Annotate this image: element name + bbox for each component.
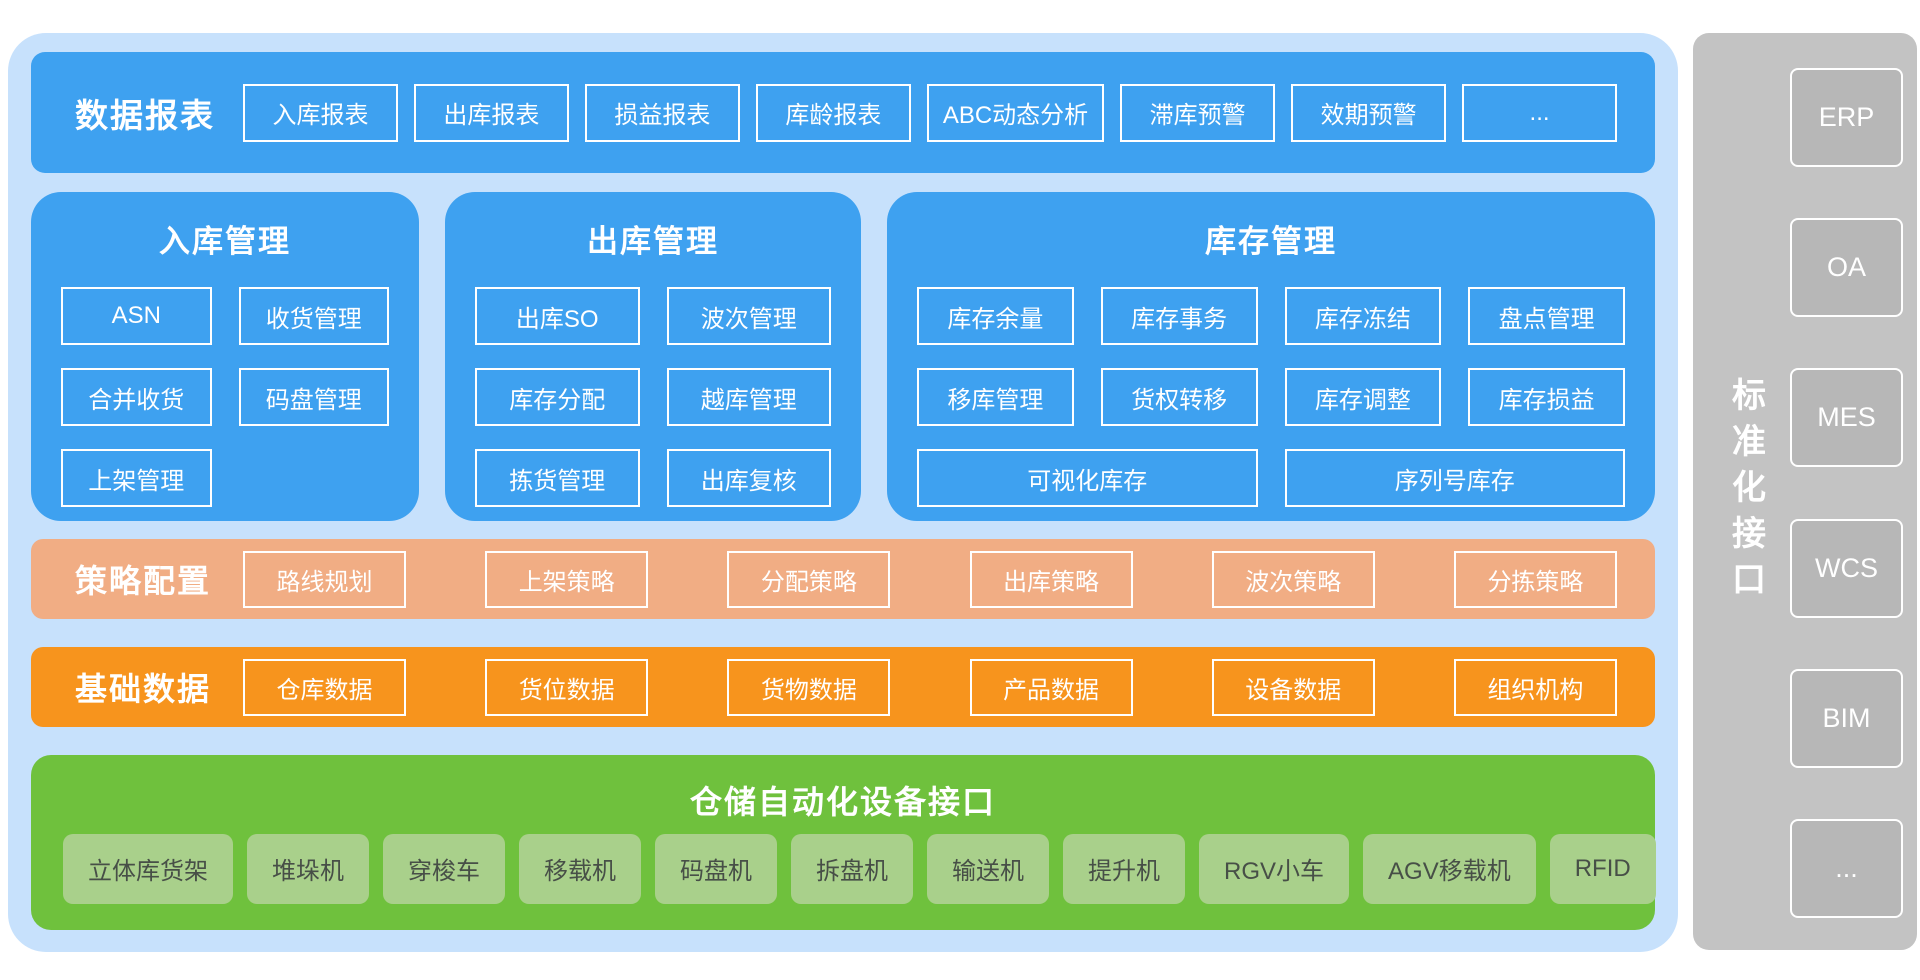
basic-data-box: 仓库数据	[243, 658, 406, 716]
basic-data-box: 货位数据	[485, 658, 649, 716]
inventory-module-box: 移库管理	[917, 368, 1074, 426]
outbound-module-list: 出库SO 波次管理库存分配越库管理拣货管理出库复核	[475, 287, 831, 507]
inventory-panel-title: 库存管理	[1205, 224, 1337, 259]
basic-data-row: 基础数据 仓库数据 货位数据 货物数据 产品数据 设备数据 组织机构	[31, 647, 1655, 727]
strategy-list: 路线规划 上架策略 分配策略 出库策略 波次策略 分拣策略	[243, 550, 1617, 608]
report-box: 出库报表	[413, 83, 569, 142]
interface-list: ERP OA MES WCS BIM...	[1790, 33, 1903, 950]
interface-box: OA	[1790, 218, 1903, 318]
inventory-management-panel: 库存管理 库存余量库存事务库存冻结盘点管理移库管理货权转移库存调整库存损益 可视…	[887, 192, 1655, 521]
report-box: 滞库预警	[1120, 83, 1276, 142]
report-box: ABC动态分析	[926, 83, 1105, 142]
inventory-module-box: 库存调整	[1284, 368, 1442, 426]
basic-data-box: 设备数据	[1211, 658, 1375, 716]
strategy-box: 分拣策略	[1453, 550, 1617, 608]
report-box: 库龄报表	[755, 83, 911, 142]
outbound-module-box: 库存分配	[475, 368, 640, 426]
basic-data-list: 仓库数据 货位数据 货物数据 产品数据 设备数据 组织机构	[243, 658, 1617, 716]
strategy-box: 出库策略	[969, 550, 1133, 608]
device-box: RGV小车	[1199, 833, 1350, 904]
reports-row: 数据报表 入库报表出库报表损益报表库龄报表 ABC动态分析滞库预警效期预警...	[31, 52, 1655, 173]
strategy-config-row: 策略配置 路线规划 上架策略 分配策略 出库策略 波次策略 分拣策略	[31, 539, 1655, 619]
basic-data-box: 产品数据	[969, 658, 1133, 716]
strategy-box: 路线规划	[243, 550, 406, 608]
device-box: 拆盘机	[791, 833, 913, 904]
inventory-wide-module-box: 序列号库存	[1284, 449, 1625, 507]
standard-interfaces-sidebar: 标准化接口 ERP OA MES WCS BIM...	[1693, 33, 1917, 950]
inbound-module-box: 合并收货	[61, 368, 212, 426]
report-box: 入库报表	[243, 83, 398, 142]
basic-data-box: 货物数据	[727, 658, 891, 716]
inventory-module-box: 库存冻结	[1284, 287, 1442, 345]
reports-title: 数据报表	[75, 96, 215, 134]
interface-box: WCS	[1790, 518, 1903, 618]
inbound-module-box: 收货管理	[238, 287, 389, 345]
inbound-module-box: 码盘管理	[238, 368, 389, 426]
inventory-wide-module-list: 可视化库存序列号库存	[917, 449, 1625, 507]
interface-box: BIM	[1790, 668, 1903, 768]
interface-box: ...	[1790, 818, 1903, 918]
device-box: 码盘机	[655, 833, 777, 904]
reports-list: 入库报表出库报表损益报表库龄报表 ABC动态分析滞库预警效期预警...	[243, 83, 1618, 142]
basic-data-box: 组织机构	[1453, 658, 1617, 716]
inventory-wide-module-box: 可视化库存	[917, 449, 1258, 507]
device-box: 移载机	[519, 833, 641, 904]
outbound-module-box: 越库管理	[666, 368, 831, 426]
inventory-module-box: 货权转移	[1100, 368, 1258, 426]
strategy-box: 上架策略	[485, 550, 649, 608]
inbound-module-box: ASN	[61, 287, 212, 345]
report-box: 损益报表	[584, 83, 740, 142]
device-box: 堆垛机	[247, 833, 369, 904]
inventory-module-box: 库存损益	[1468, 368, 1625, 426]
interface-box: ERP	[1790, 68, 1903, 167]
device-box: RFID	[1549, 833, 1656, 904]
inbound-management-panel: 入库管理 ASN 收货管理合并收货码盘管理上架管理	[31, 192, 419, 521]
device-box: AGV移载机	[1363, 833, 1536, 904]
standard-interfaces-title: 标准化接口	[1726, 376, 1765, 607]
inventory-module-list: 库存余量库存事务库存冻结盘点管理移库管理货权转移库存调整库存损益	[917, 287, 1625, 426]
device-box: 穿梭车	[383, 833, 505, 904]
strategy-box: 分配策略	[727, 550, 891, 608]
interface-box: MES	[1790, 368, 1903, 468]
outbound-management-panel: 出库管理 出库SO 波次管理库存分配越库管理拣货管理出库复核	[445, 192, 861, 521]
report-box: 效期预警	[1291, 83, 1447, 142]
device-box: 立体库货架	[63, 833, 233, 904]
outbound-panel-title: 出库管理	[587, 224, 719, 259]
inbound-panel-title: 入库管理	[159, 224, 291, 259]
inventory-module-box: 盘点管理	[1468, 287, 1625, 345]
report-box: ...	[1462, 83, 1618, 142]
basic-data-title: 基础数据	[75, 671, 212, 707]
outbound-module-box: 拣货管理	[475, 449, 640, 507]
device-box: 输送机	[927, 833, 1049, 904]
outbound-module-box: 出库SO	[475, 287, 640, 345]
automation-devices-title: 仓储自动化设备接口	[689, 784, 996, 820]
strategy-title: 策略配置	[75, 563, 212, 599]
strategy-box: 波次策略	[1211, 550, 1375, 608]
outbound-module-box: 出库复核	[666, 449, 831, 507]
inventory-module-box: 库存余量	[917, 287, 1074, 345]
inbound-module-list: ASN 收货管理合并收货码盘管理上架管理	[61, 287, 389, 507]
inventory-module-box: 库存事务	[1100, 287, 1258, 345]
inbound-module-box: 上架管理	[61, 449, 212, 507]
device-box: 提升机	[1063, 833, 1185, 904]
outbound-module-box: 波次管理	[666, 287, 831, 345]
